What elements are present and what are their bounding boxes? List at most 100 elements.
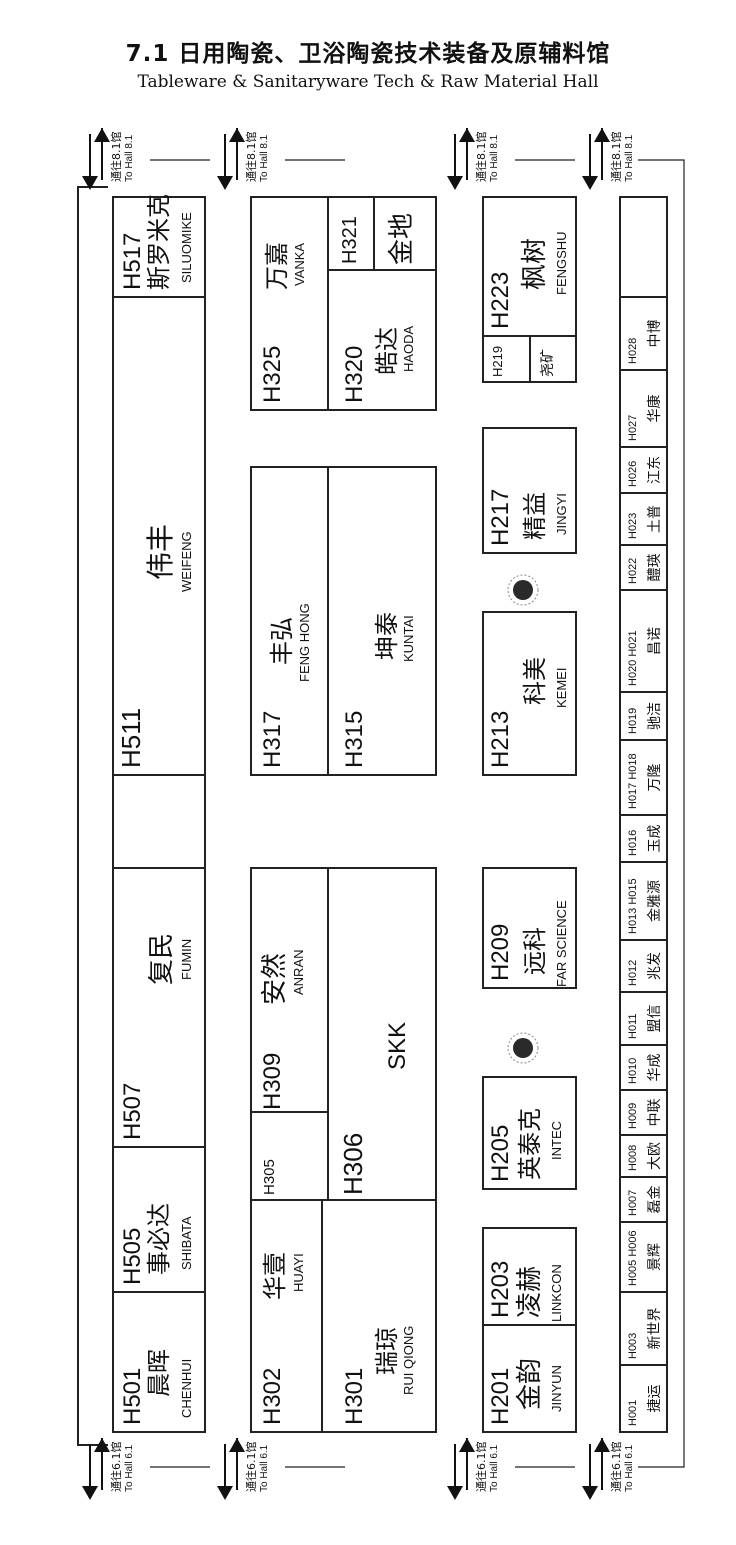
booth-h213[interactable]: H213 科美 KEMEI bbox=[482, 611, 577, 776]
booth-name-en: SILUOMIKE bbox=[179, 212, 194, 283]
booth-name-en: RUI QIONG bbox=[401, 1326, 416, 1395]
booth-code: H017 H018 bbox=[627, 753, 639, 809]
booth-name-en: KUNTAI bbox=[401, 615, 416, 662]
booth-name-zh: 盟信 bbox=[647, 1005, 663, 1033]
booth-code: H013 H015 bbox=[627, 878, 639, 934]
booth-name-zh: 兆发 bbox=[647, 952, 663, 980]
arrow-up-icon bbox=[459, 1438, 475, 1452]
booth-code: H213 bbox=[487, 711, 514, 768]
arrow-up-icon bbox=[594, 128, 610, 142]
booth-code: H217 bbox=[487, 489, 514, 546]
booth-name-zh: 事必达 bbox=[145, 1203, 173, 1275]
booth-name-en: SHIBATA bbox=[179, 1216, 194, 1270]
booth-name-zh: 晨晖 bbox=[145, 1349, 173, 1397]
exit-label-zh: 通往8.1馆 bbox=[109, 132, 123, 183]
exit-label-zh: 通往8.1馆 bbox=[244, 132, 258, 183]
booth-name-zh: 金韵 bbox=[515, 1358, 545, 1410]
booth-code: H507 bbox=[119, 1083, 146, 1140]
booth-code: H019 bbox=[627, 708, 639, 734]
arrow-down-icon bbox=[217, 176, 233, 190]
booth-code: H020 H021 bbox=[627, 630, 639, 686]
booth-code: H203 bbox=[487, 1261, 514, 1318]
booth-name-zh: 金地 bbox=[387, 213, 417, 265]
booth-c14[interactable]: H020 H021 昌诺 bbox=[619, 589, 668, 693]
booth-name-zh: 景辉 bbox=[647, 1243, 663, 1271]
booth-name-en: FENG HONG bbox=[297, 603, 312, 682]
booth-h321[interactable]: H321 金地 bbox=[327, 196, 437, 271]
booth-name-en: SKK bbox=[384, 1022, 411, 1070]
booth-name-zh: 华成 bbox=[647, 1054, 663, 1082]
booth-code: H505 bbox=[119, 1228, 146, 1285]
booth-code: H501 bbox=[119, 1368, 146, 1425]
booth-name-zh: 江东 bbox=[647, 456, 663, 484]
booth-name-zh: 玉成 bbox=[647, 825, 663, 853]
booth-code: H023 bbox=[627, 513, 639, 539]
arrow-down-icon bbox=[582, 1486, 598, 1500]
booth-name-zh: 复民 bbox=[147, 933, 177, 985]
booth-code: H302 bbox=[259, 1368, 286, 1425]
booth-name-zh: 科美 bbox=[521, 657, 549, 705]
arrow-down-icon bbox=[447, 1486, 463, 1500]
booth-name-zh: 中博 bbox=[646, 320, 663, 348]
booth-code: H315 bbox=[341, 711, 368, 768]
booth-name-en: KEMEI bbox=[554, 668, 569, 708]
booth-name-en: FENGSHU bbox=[554, 231, 569, 295]
booth-name-en: HUAYI bbox=[291, 1253, 306, 1292]
booth-code: H325 bbox=[259, 346, 286, 403]
booth-code: H309 bbox=[259, 1053, 286, 1110]
booth-name-zh: 昌诺 bbox=[647, 627, 663, 655]
booth-name-en: FAR SCIENCE bbox=[554, 900, 569, 987]
booth-name-zh: 新世界 bbox=[647, 1308, 663, 1350]
booth-h305[interactable]: H305 bbox=[250, 1111, 329, 1201]
arrow-up-icon bbox=[94, 128, 110, 142]
booth-code: H321 bbox=[339, 216, 361, 264]
booth-code: H223 bbox=[487, 272, 514, 329]
booth-name-en: JINGYI bbox=[554, 493, 569, 535]
booth-name-zh: 伟丰 bbox=[144, 524, 177, 580]
